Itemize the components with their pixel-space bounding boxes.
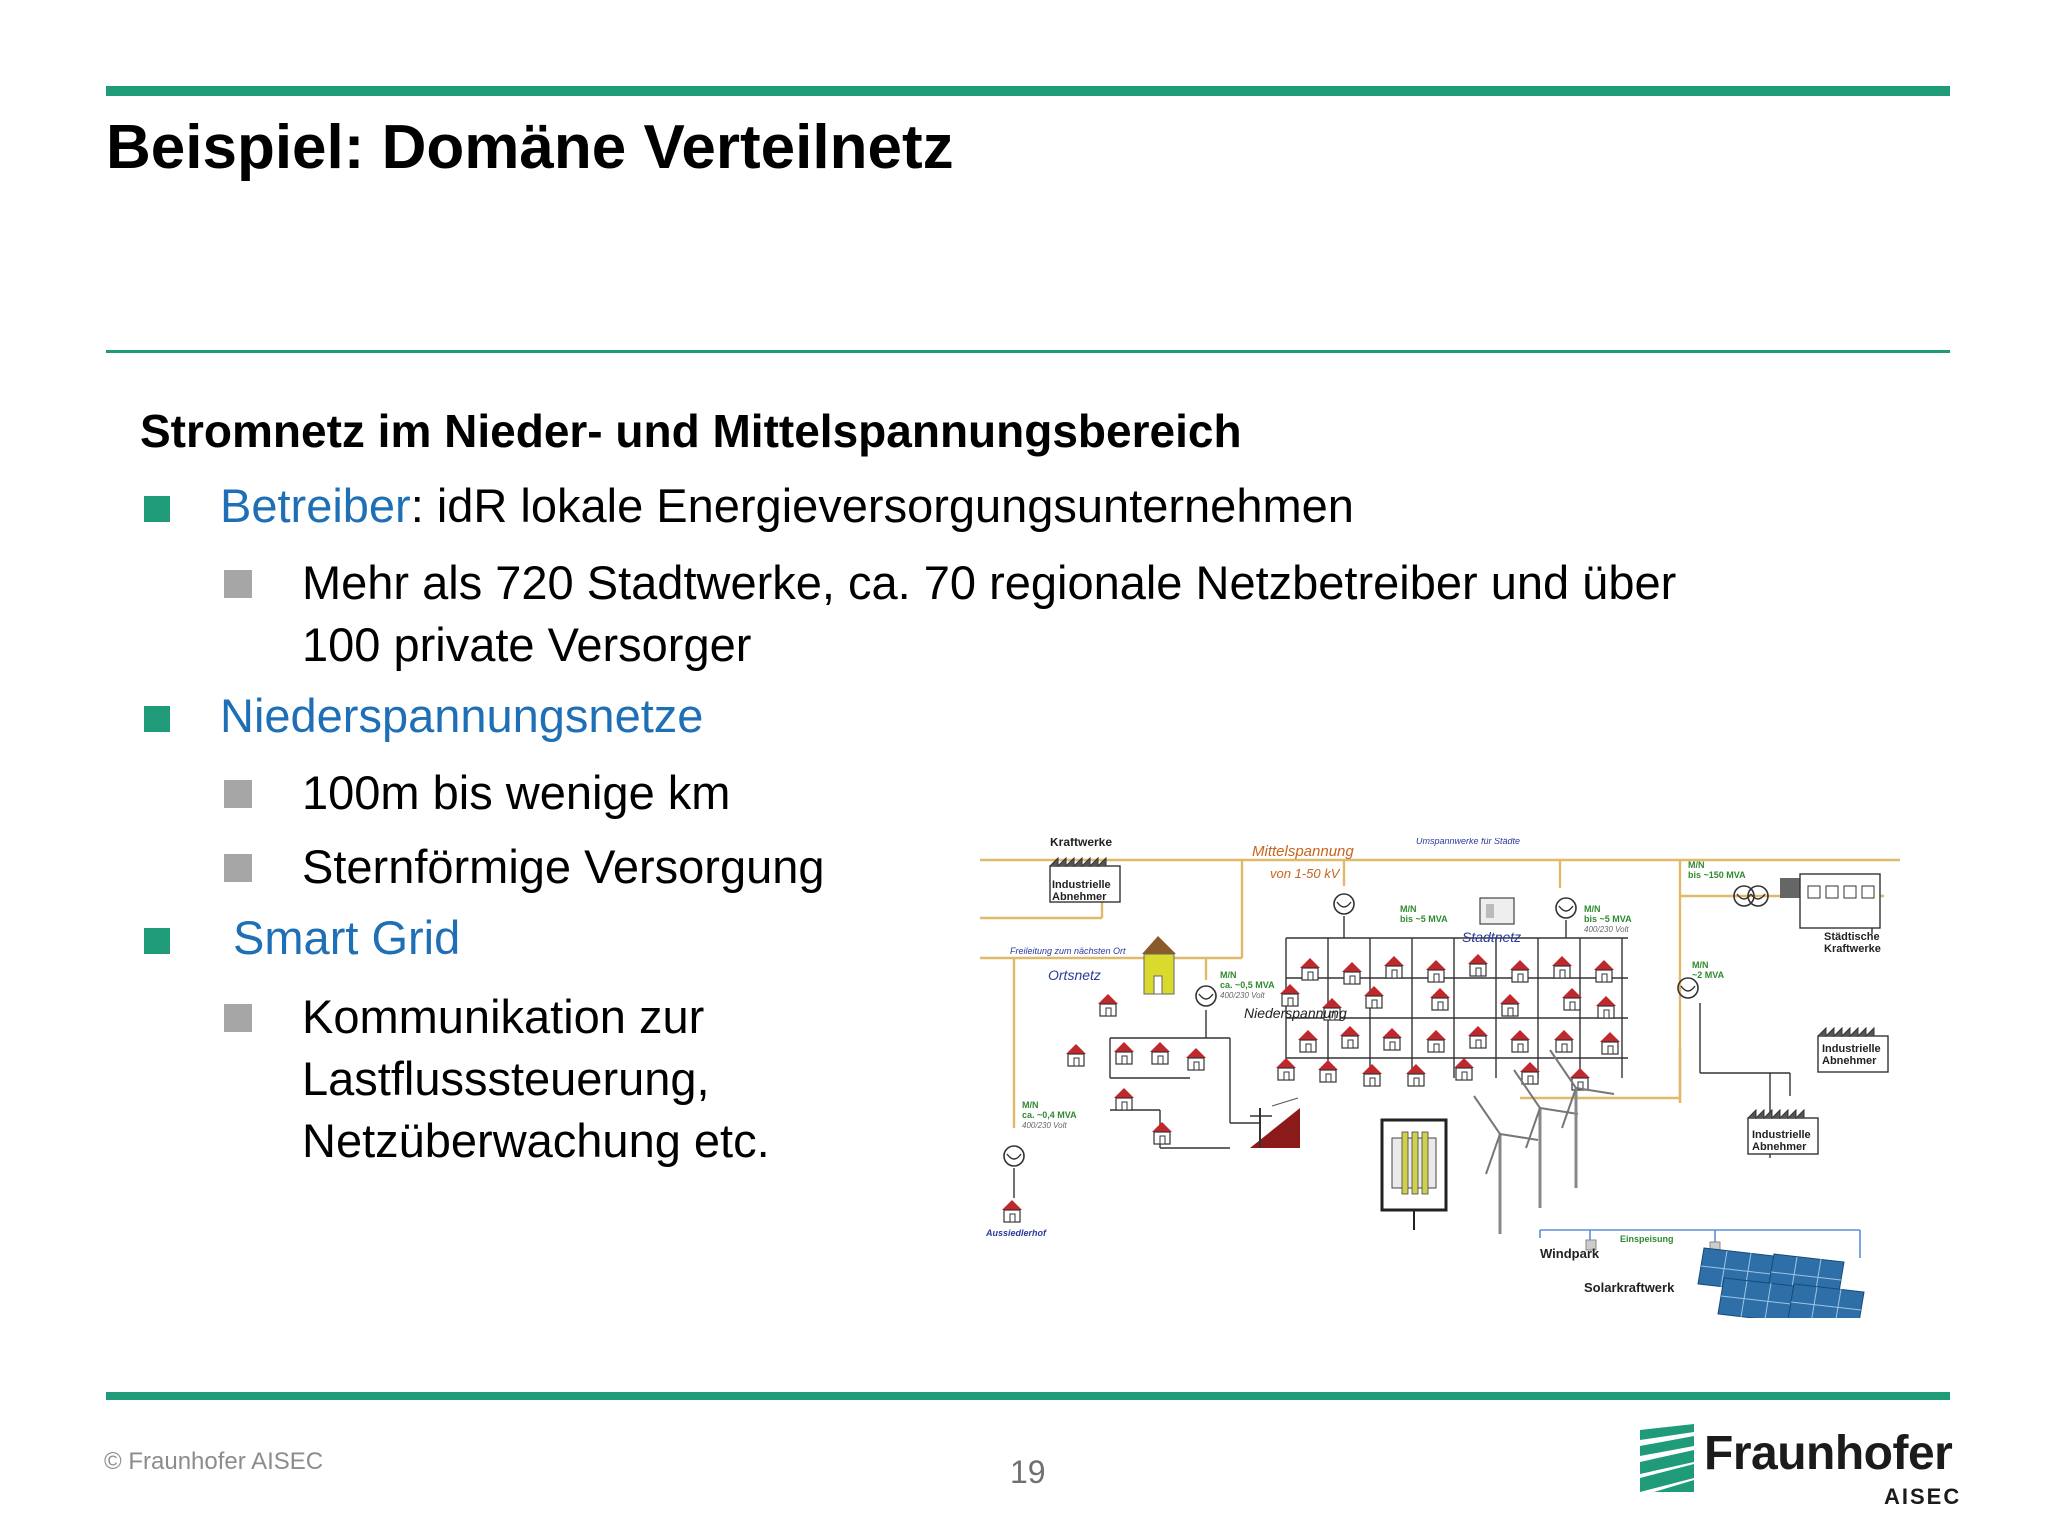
subbullet-line: 100 private Versorger bbox=[302, 618, 752, 671]
label-freileitung: Freileitung zum nächsten Ort bbox=[1010, 946, 1126, 956]
subbullet-marker bbox=[224, 854, 252, 882]
logo-wordmark: Fraunhofer bbox=[1704, 1427, 1953, 1480]
label-industrielle-abnehmer-3: Abnehmer bbox=[1752, 1141, 1807, 1153]
transformer-icon bbox=[1003, 1145, 1025, 1167]
label-staedtische-kraftwerke: Städtische bbox=[1824, 931, 1880, 943]
subbullet-line: 100m bis wenige km bbox=[302, 766, 731, 819]
medium-voltage-lines bbox=[980, 858, 1900, 1128]
logo-subtitle: AISEC bbox=[1884, 1484, 1962, 1509]
bullet-marker bbox=[144, 706, 170, 732]
switchgear-icon bbox=[1380, 1118, 1448, 1230]
subbullet-line: Lastflusssteuerung, bbox=[302, 1052, 710, 1105]
label-mn-04: ca. ~0,4 MVA bbox=[1022, 1110, 1077, 1120]
fraunhofer-logo-icon bbox=[1640, 1424, 1694, 1492]
subbullet-line: Kommunikation zur bbox=[302, 990, 705, 1043]
overhead-pole-icon bbox=[1250, 1097, 1300, 1148]
label-industrielle-abnehmer: Industrielle bbox=[1052, 879, 1111, 891]
label-solarkraftwerk: Solarkraftwerk bbox=[1584, 1280, 1675, 1295]
yellow-house-icon bbox=[1142, 936, 1176, 995]
page-title: Beispiel: Domäne Verteilnetz bbox=[106, 113, 954, 182]
subbullet-marker bbox=[224, 780, 252, 808]
solar-panel-array bbox=[1697, 1247, 1865, 1318]
subbullet-marker bbox=[224, 570, 252, 598]
page-number: 19 bbox=[1010, 1454, 1046, 1490]
subbullet-marker bbox=[224, 1004, 252, 1032]
power-plant-icon bbox=[1780, 873, 1881, 929]
section-heading: Stromnetz im Nieder- und Mittelspannungs… bbox=[140, 405, 1242, 457]
label-einspeisung: Einspeisung bbox=[1620, 1234, 1674, 1244]
label-mn-150: M/N bbox=[1688, 860, 1705, 870]
subbullet-line: Sternförmige Versorgung bbox=[302, 840, 825, 893]
footer-copyright: © Fraunhofer AISEC bbox=[104, 1448, 324, 1475]
label-mn-2: ~2 MVA bbox=[1692, 970, 1725, 980]
label-mn-04: 400/230 Volt bbox=[1022, 1121, 1067, 1130]
bullet-term: Niederspannungsnetze bbox=[220, 689, 704, 742]
label-industrielle-abnehmer: Abnehmer bbox=[1052, 891, 1107, 903]
transformer-icon bbox=[1195, 985, 1217, 1007]
label-mn-150: bis ~150 MVA bbox=[1688, 870, 1746, 880]
label-mn-5: M/N bbox=[1400, 904, 1417, 914]
bullet-marker bbox=[144, 928, 170, 954]
label-windpark: Windpark bbox=[1540, 1246, 1600, 1261]
label-industrielle-abnehmer-2: Industrielle bbox=[1822, 1043, 1881, 1055]
label-kraftwerke: Kraftwerke bbox=[1050, 838, 1112, 849]
label-niederspannung: Niederspannung bbox=[1244, 1005, 1347, 1021]
label-mn-5-right: 400/230 Volt bbox=[1584, 925, 1629, 934]
label-mn-05: M/N bbox=[1220, 970, 1237, 980]
label-aussiedlerhof: Aussiedlerhof bbox=[985, 1228, 1047, 1238]
label-mn-5: bis ~5 MVA bbox=[1400, 914, 1448, 924]
bullet-marker bbox=[144, 496, 170, 522]
substation-building-icon bbox=[1479, 897, 1515, 925]
subbullet-line: Netzüberwachung etc. bbox=[302, 1114, 770, 1167]
label-staedtische-kraftwerke: Kraftwerke bbox=[1824, 943, 1881, 955]
transformer-icon bbox=[1555, 897, 1577, 919]
label-industrielle-abnehmer-3: Industrielle bbox=[1752, 1129, 1811, 1141]
label-mn-5-right: bis ~5 MVA bbox=[1584, 914, 1632, 924]
subbullet-line: Mehr als 720 Stadtwerke, ca. 70 regional… bbox=[302, 556, 1677, 609]
bullet-term: Smart Grid bbox=[220, 911, 461, 964]
label-mn-05: 400/230 Volt bbox=[1220, 991, 1265, 1000]
label-mn-2: M/N bbox=[1692, 960, 1709, 970]
bullet-term: Betreiber bbox=[220, 479, 411, 532]
label-mn-5-right: M/N bbox=[1584, 904, 1601, 914]
label-mittelspannung-range: von 1-50 kV bbox=[1270, 866, 1341, 881]
top-rule bbox=[106, 86, 1950, 96]
label-umspannwerke: Umspannwerke für Städte bbox=[1416, 838, 1520, 846]
bottom-rule bbox=[106, 1392, 1950, 1400]
label-mn-04: M/N bbox=[1022, 1100, 1039, 1110]
label-mn-05: ca. ~0,5 MVA bbox=[1220, 980, 1275, 990]
wind-turbines bbox=[1472, 1048, 1616, 1236]
title-divider bbox=[106, 350, 1950, 353]
bullet-text: : idR lokale Energieversorgungsunternehm… bbox=[410, 479, 1354, 532]
label-stadtnetz: Stadtnetz bbox=[1462, 929, 1521, 945]
label-ortsnetz: Ortsnetz bbox=[1048, 967, 1101, 983]
label-mittelspannung: Mittelspannung bbox=[1252, 843, 1354, 860]
label-industrielle-abnehmer-2: Abnehmer bbox=[1822, 1055, 1877, 1067]
transformer-icon bbox=[1333, 893, 1355, 915]
distribution-grid-diagram: Kraftwerke Industrielle Abnehmer Mittels… bbox=[980, 838, 1900, 1318]
